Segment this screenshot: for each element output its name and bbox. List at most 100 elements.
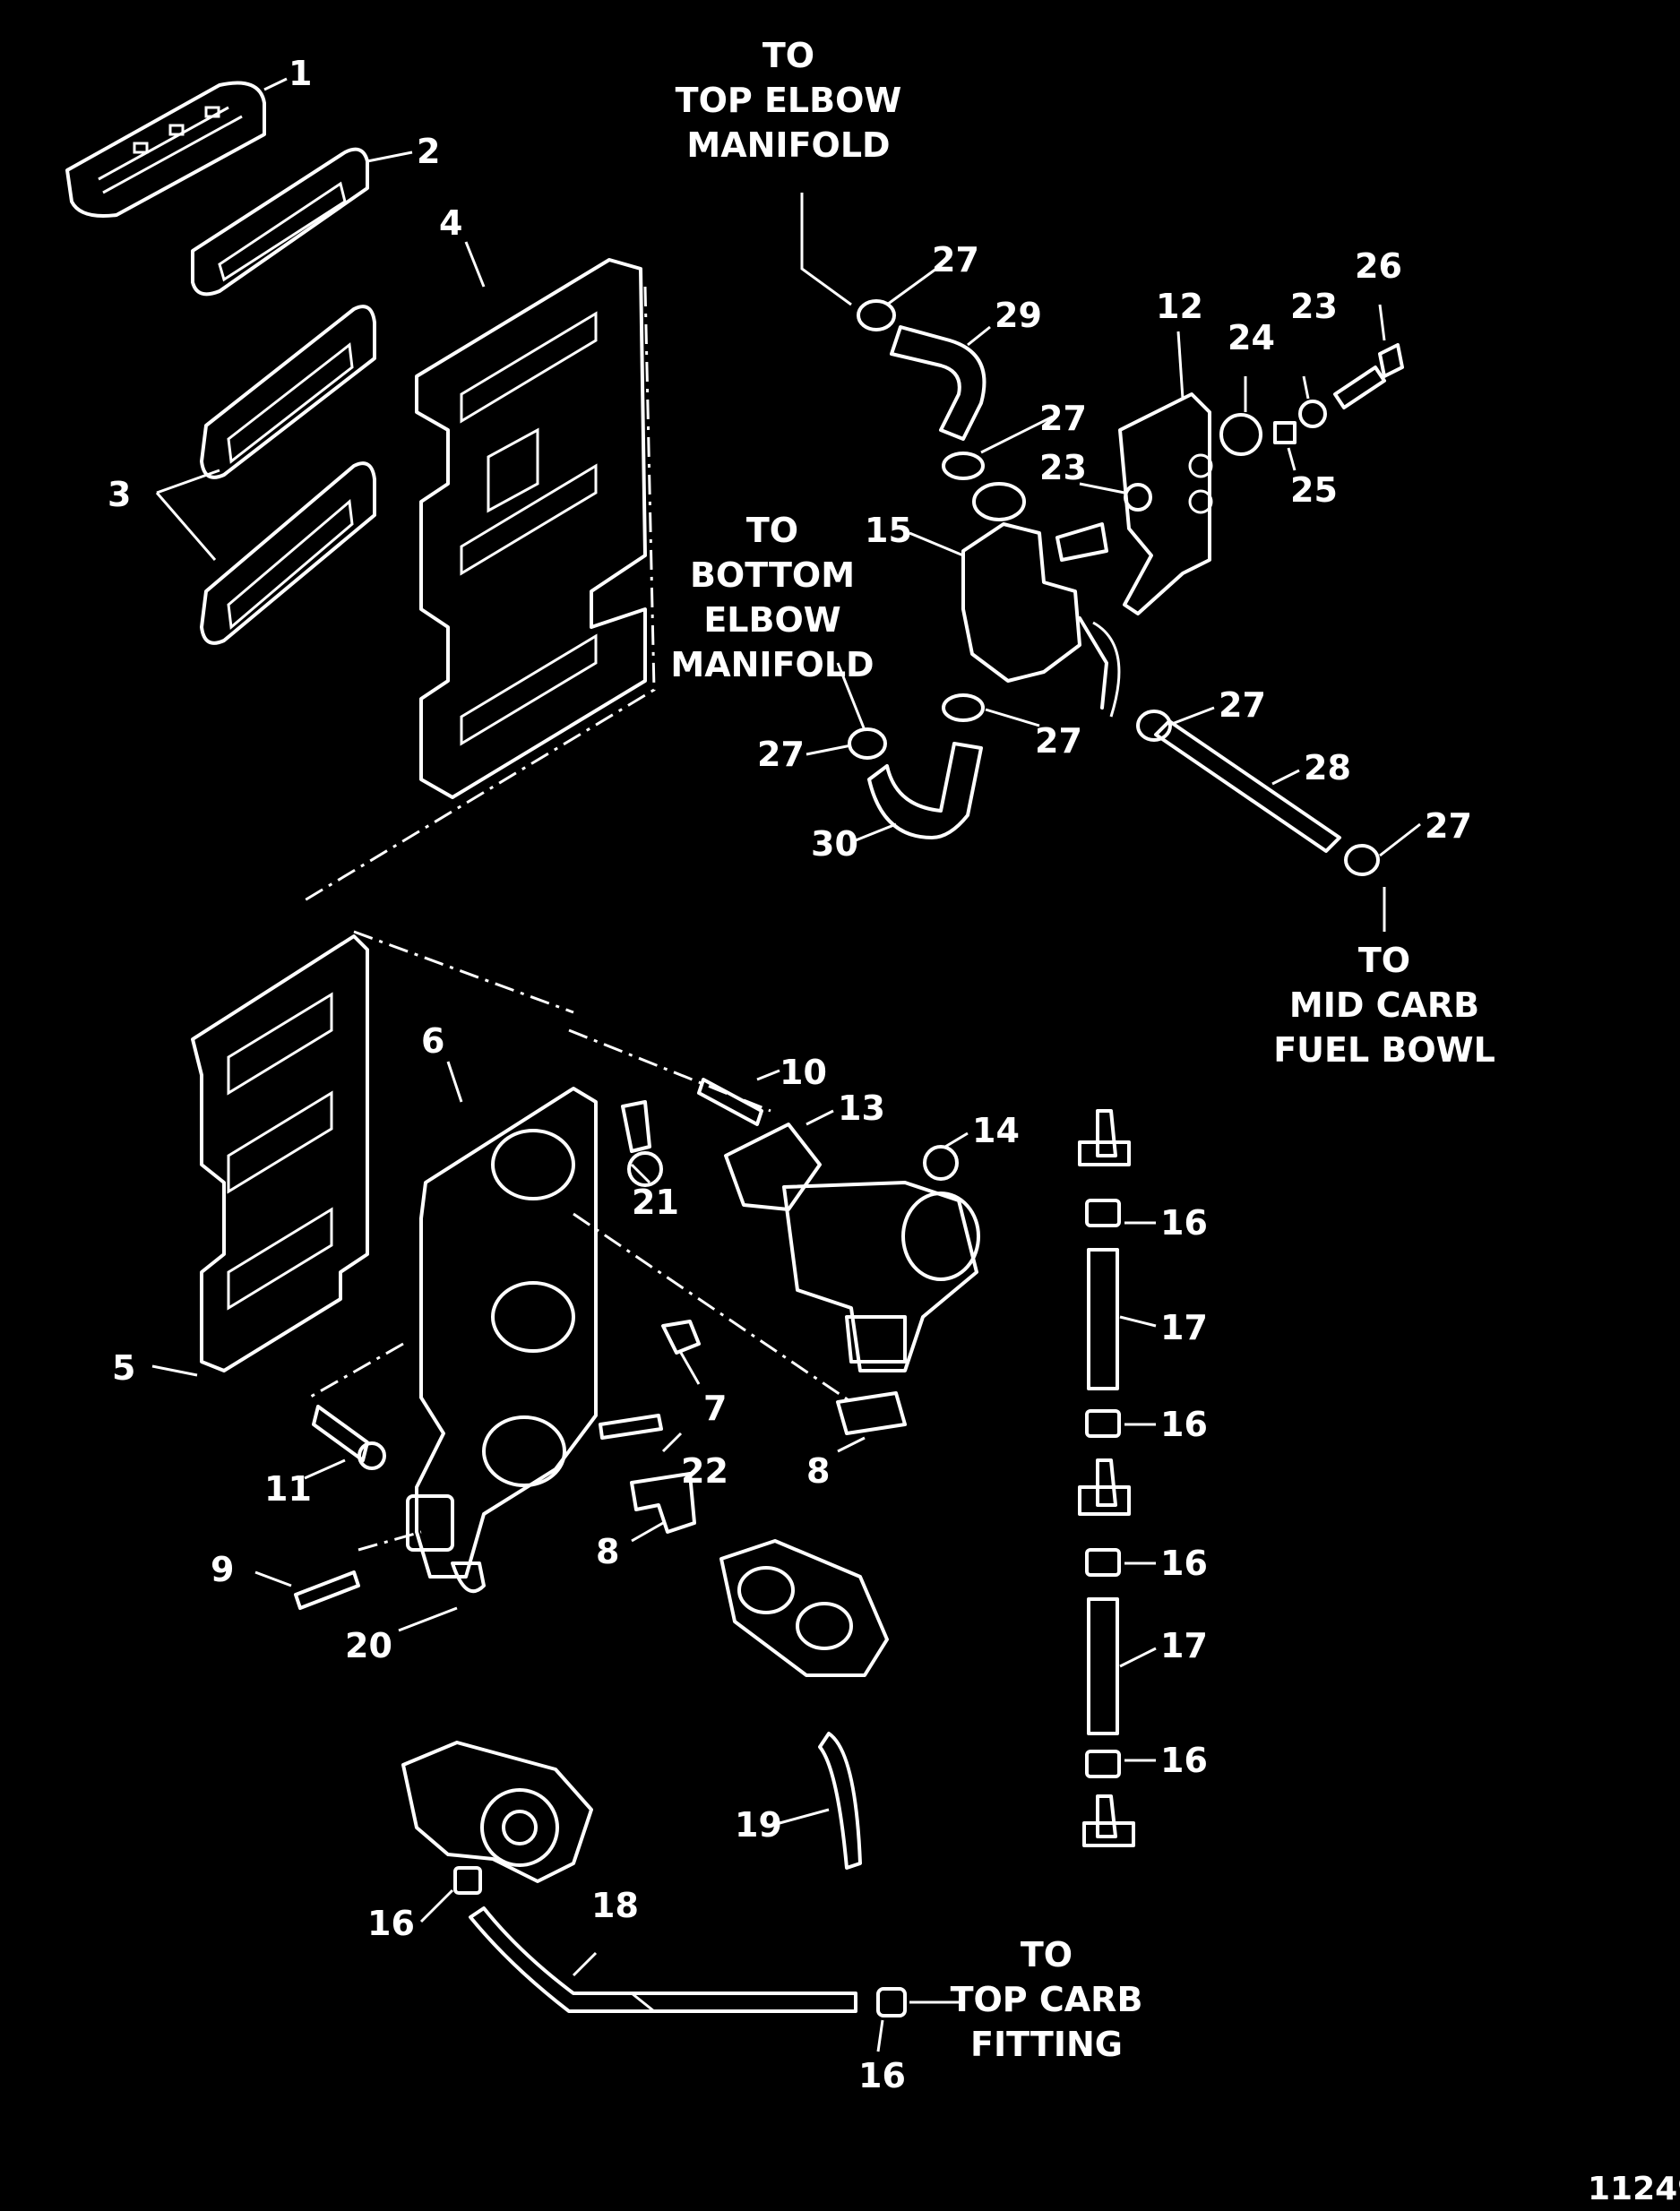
callout-13: 13 bbox=[838, 1088, 885, 1128]
callout-17-a: 17 bbox=[1160, 1308, 1208, 1347]
svg-text:TO: TO bbox=[762, 36, 814, 75]
callout-14: 14 bbox=[972, 1111, 1020, 1150]
callout-8-lower: 8 bbox=[596, 1532, 619, 1571]
callout-6: 6 bbox=[421, 1021, 444, 1061]
callout-1: 1 bbox=[289, 54, 312, 93]
callout-2: 2 bbox=[417, 132, 440, 171]
callout-7: 7 bbox=[703, 1389, 727, 1428]
part-26-screw bbox=[1333, 366, 1386, 409]
part-25-spacer bbox=[1273, 421, 1297, 444]
callout-19: 19 bbox=[735, 1805, 782, 1845]
svg-text:ELBOW: ELBOW bbox=[703, 600, 840, 640]
callout-3: 3 bbox=[108, 475, 131, 514]
svg-text:MANIFOLD: MANIFOLD bbox=[686, 125, 890, 165]
callout-8-upper: 8 bbox=[806, 1451, 830, 1491]
part-10-stud bbox=[697, 1078, 763, 1126]
part-9-pin bbox=[294, 1570, 360, 1610]
callout-16-f: 16 bbox=[858, 2056, 906, 2095]
note-mid-carb-fuel-bowl: TO MID CARB FUEL BOWL bbox=[1273, 941, 1495, 1070]
callout-25: 25 bbox=[1290, 470, 1338, 510]
callout-4: 4 bbox=[439, 203, 462, 243]
alignment-line bbox=[573, 1212, 852, 1404]
part-23-washer bbox=[1298, 400, 1327, 428]
callout-16-a: 16 bbox=[1160, 1203, 1208, 1243]
cover-plate bbox=[719, 1539, 889, 1677]
figure-number: 11249 bbox=[1588, 2171, 1680, 2207]
callout-27-f: 27 bbox=[1425, 806, 1472, 846]
part-21-bolt bbox=[621, 1100, 663, 1187]
callout-27-a: 27 bbox=[932, 240, 979, 280]
svg-text:BOTTOM: BOTTOM bbox=[690, 555, 855, 595]
part-27-clamp bbox=[1344, 844, 1380, 876]
svg-text:TO: TO bbox=[1358, 941, 1410, 980]
callout-30: 30 bbox=[811, 824, 858, 864]
part-11-bolt bbox=[312, 1405, 386, 1470]
svg-text:MID CARB: MID CARB bbox=[1289, 985, 1479, 1025]
part-2-gasket bbox=[191, 147, 369, 297]
callout-17-b: 17 bbox=[1160, 1626, 1208, 1665]
callout-27-e: 27 bbox=[1219, 685, 1266, 725]
fuel-pump bbox=[401, 1741, 593, 1883]
callout-10: 10 bbox=[780, 1053, 827, 1092]
part-4-intake-gasket bbox=[415, 258, 647, 799]
part-19-hose bbox=[818, 1732, 862, 1870]
part-18-hose bbox=[469, 1906, 857, 2013]
part-28-hose bbox=[1154, 719, 1341, 853]
callout-15: 15 bbox=[865, 511, 912, 550]
svg-text:FITTING: FITTING bbox=[970, 2025, 1123, 2064]
part-15-valve-assembly bbox=[961, 482, 1121, 718]
callout-27-b: 27 bbox=[1039, 399, 1087, 438]
callout-24: 24 bbox=[1228, 318, 1275, 357]
svg-text:MANIFOLD: MANIFOLD bbox=[670, 645, 874, 684]
part-27-clamp bbox=[1136, 710, 1172, 742]
part-30-hose bbox=[867, 742, 983, 839]
callout-16-d: 16 bbox=[1160, 1741, 1208, 1780]
part-16-clamp bbox=[453, 1866, 482, 1895]
alignment-line bbox=[308, 1342, 404, 1399]
callout-11: 11 bbox=[264, 1469, 312, 1509]
note-bottom-elbow-manifold: TO BOTTOM ELBOW MANIFOLD bbox=[670, 511, 874, 684]
callout-20: 20 bbox=[345, 1626, 392, 1665]
alignment-line bbox=[304, 286, 656, 902]
part-8-fitting-upper bbox=[836, 1391, 907, 1435]
part-7-fitting bbox=[661, 1320, 701, 1355]
part-8-fitting-lower bbox=[630, 1472, 696, 1534]
callout-23-b: 23 bbox=[1290, 287, 1338, 326]
part-23-washer bbox=[1124, 483, 1152, 512]
part-5-gasket bbox=[191, 934, 369, 1372]
part-27-clamp bbox=[942, 693, 985, 722]
part-27-clamp bbox=[942, 452, 985, 480]
callout-numbers: 1 2 3 4 5 6 7 8 8 9 10 11 12 13 14 15 16… bbox=[108, 54, 1472, 2095]
callout-16-c: 16 bbox=[1160, 1544, 1208, 1583]
callout-27-d: 27 bbox=[1035, 721, 1082, 761]
callout-9: 9 bbox=[211, 1550, 234, 1589]
svg-text:TOP ELBOW: TOP ELBOW bbox=[676, 81, 902, 120]
part-24-grommet bbox=[1219, 413, 1262, 456]
part-29-hose bbox=[890, 325, 986, 441]
callout-16-e: 16 bbox=[367, 1904, 415, 1943]
part-27-clamp bbox=[857, 299, 896, 331]
callout-29: 29 bbox=[995, 296, 1042, 335]
part-12-bracket bbox=[1118, 392, 1211, 615]
callout-12: 12 bbox=[1156, 287, 1203, 326]
svg-text:TOP CARB: TOP CARB bbox=[951, 1980, 1143, 2019]
callout-16-b: 16 bbox=[1160, 1405, 1208, 1444]
callout-21: 21 bbox=[632, 1183, 679, 1222]
part-1-reed-block bbox=[65, 81, 266, 218]
callout-28: 28 bbox=[1304, 748, 1351, 787]
part-3-reed-gaskets bbox=[200, 305, 376, 645]
part-14-nut bbox=[923, 1145, 959, 1181]
right-column-assembly bbox=[1078, 1109, 1135, 1847]
note-top-elbow-manifold: TO TOP ELBOW MANIFOLD bbox=[676, 36, 902, 165]
callout-22: 22 bbox=[681, 1451, 728, 1491]
callout-18: 18 bbox=[591, 1886, 639, 1925]
leader-lines bbox=[151, 77, 1421, 2052]
alignment-line bbox=[358, 1530, 422, 1552]
part-16-clamp bbox=[876, 1987, 907, 2017]
part-6-intake-manifold bbox=[406, 1087, 598, 1594]
svg-text:TO: TO bbox=[1021, 1935, 1073, 1974]
part-27-clamp bbox=[848, 727, 887, 760]
callout-23-a: 23 bbox=[1039, 448, 1087, 487]
svg-text:TO: TO bbox=[746, 511, 798, 550]
